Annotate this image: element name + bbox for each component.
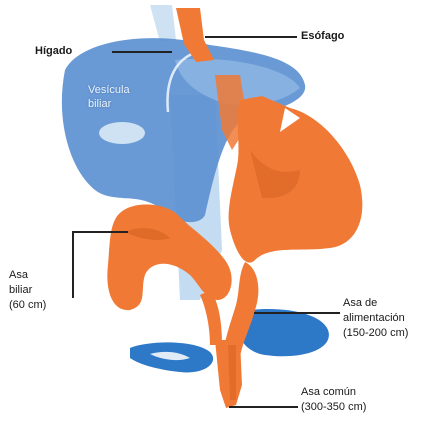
label-gallbladder-line-2: biliar: [88, 97, 130, 111]
label-alimentary-line-3: (150-200 cm): [343, 326, 408, 341]
label-biliary-line-3: (60 cm): [9, 298, 46, 313]
label-gallbladder: Vesícula biliar: [88, 83, 130, 111]
label-liver: Hígado: [35, 44, 72, 59]
label-esophagus: Esófago: [301, 29, 344, 44]
label-common-line-1: Asa común: [301, 385, 366, 400]
label-alimentary-line-1: Asa de: [343, 296, 408, 311]
label-alimentary-line-2: alimentación: [343, 311, 408, 326]
label-biliary-line-2: biliar: [9, 283, 46, 298]
label-alimentary-limb: Asa de alimentación (150-200 cm): [343, 296, 408, 341]
label-biliary-limb: Asa biliar (60 cm): [9, 268, 46, 313]
label-biliary-line-1: Asa: [9, 268, 46, 283]
label-gallbladder-line-1: Vesícula: [88, 83, 130, 97]
label-common-line-2: (300-350 cm): [301, 400, 366, 415]
label-common-limb: Asa común (300-350 cm): [301, 385, 366, 415]
gallbladder: [99, 122, 145, 144]
aorta-shape: [150, 5, 176, 42]
